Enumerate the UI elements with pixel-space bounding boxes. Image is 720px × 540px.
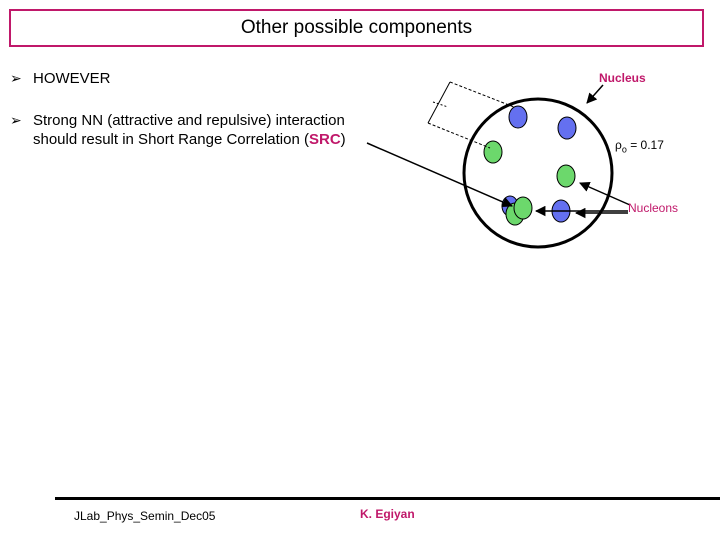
footer-author: K. Egiyan xyxy=(360,507,415,521)
distance-tick-left xyxy=(427,81,451,124)
nucleus-boundary xyxy=(462,97,614,249)
nucleon-blue xyxy=(557,116,577,140)
footer-left-text: JLab_Phys_Semin_Dec05 xyxy=(74,509,216,523)
nucleus-pointer-arrow xyxy=(586,84,604,104)
bullet-text-2-line2-post: ) xyxy=(340,131,346,148)
bullet-text-1: HOWEVER xyxy=(33,70,111,87)
arrow-bullet-icon: ➢ xyxy=(10,112,22,128)
nucleon-green xyxy=(483,140,503,164)
src-pointer-arrow xyxy=(366,142,513,208)
bullet-text-2: Strong NN (attractive and repulsive) int… xyxy=(33,111,346,149)
footer-divider xyxy=(55,497,720,500)
distance-line-bottom xyxy=(427,122,491,149)
bullet-text-2-line1: Strong NN (attractive and repulsive) int… xyxy=(33,112,345,129)
distance-marker xyxy=(432,101,449,108)
arrow-bullet-icon: ➢ xyxy=(10,70,22,86)
density-label: ρo = 0.17 xyxy=(615,138,664,154)
rho-value: = 0.17 xyxy=(630,138,664,152)
slide-title-box: Other possible components xyxy=(9,9,704,47)
bullet-text-2-line2-pre: should result in Short Range Correlation… xyxy=(33,131,309,148)
nucleon-blue xyxy=(508,105,528,129)
nucleon-green xyxy=(513,196,533,220)
distance-line-top xyxy=(449,81,515,108)
src-highlight: SRC xyxy=(308,131,341,148)
nucleus-label: Nucleus xyxy=(599,71,646,85)
nucleons-label: Nucleons xyxy=(628,201,679,215)
nucleon-green xyxy=(556,164,576,188)
rho-subscript: o xyxy=(621,144,627,155)
rho-symbol: ρ xyxy=(615,138,622,152)
slide-title: Other possible components xyxy=(240,17,473,38)
nucleons-pointer-arrow-1 xyxy=(579,182,631,206)
